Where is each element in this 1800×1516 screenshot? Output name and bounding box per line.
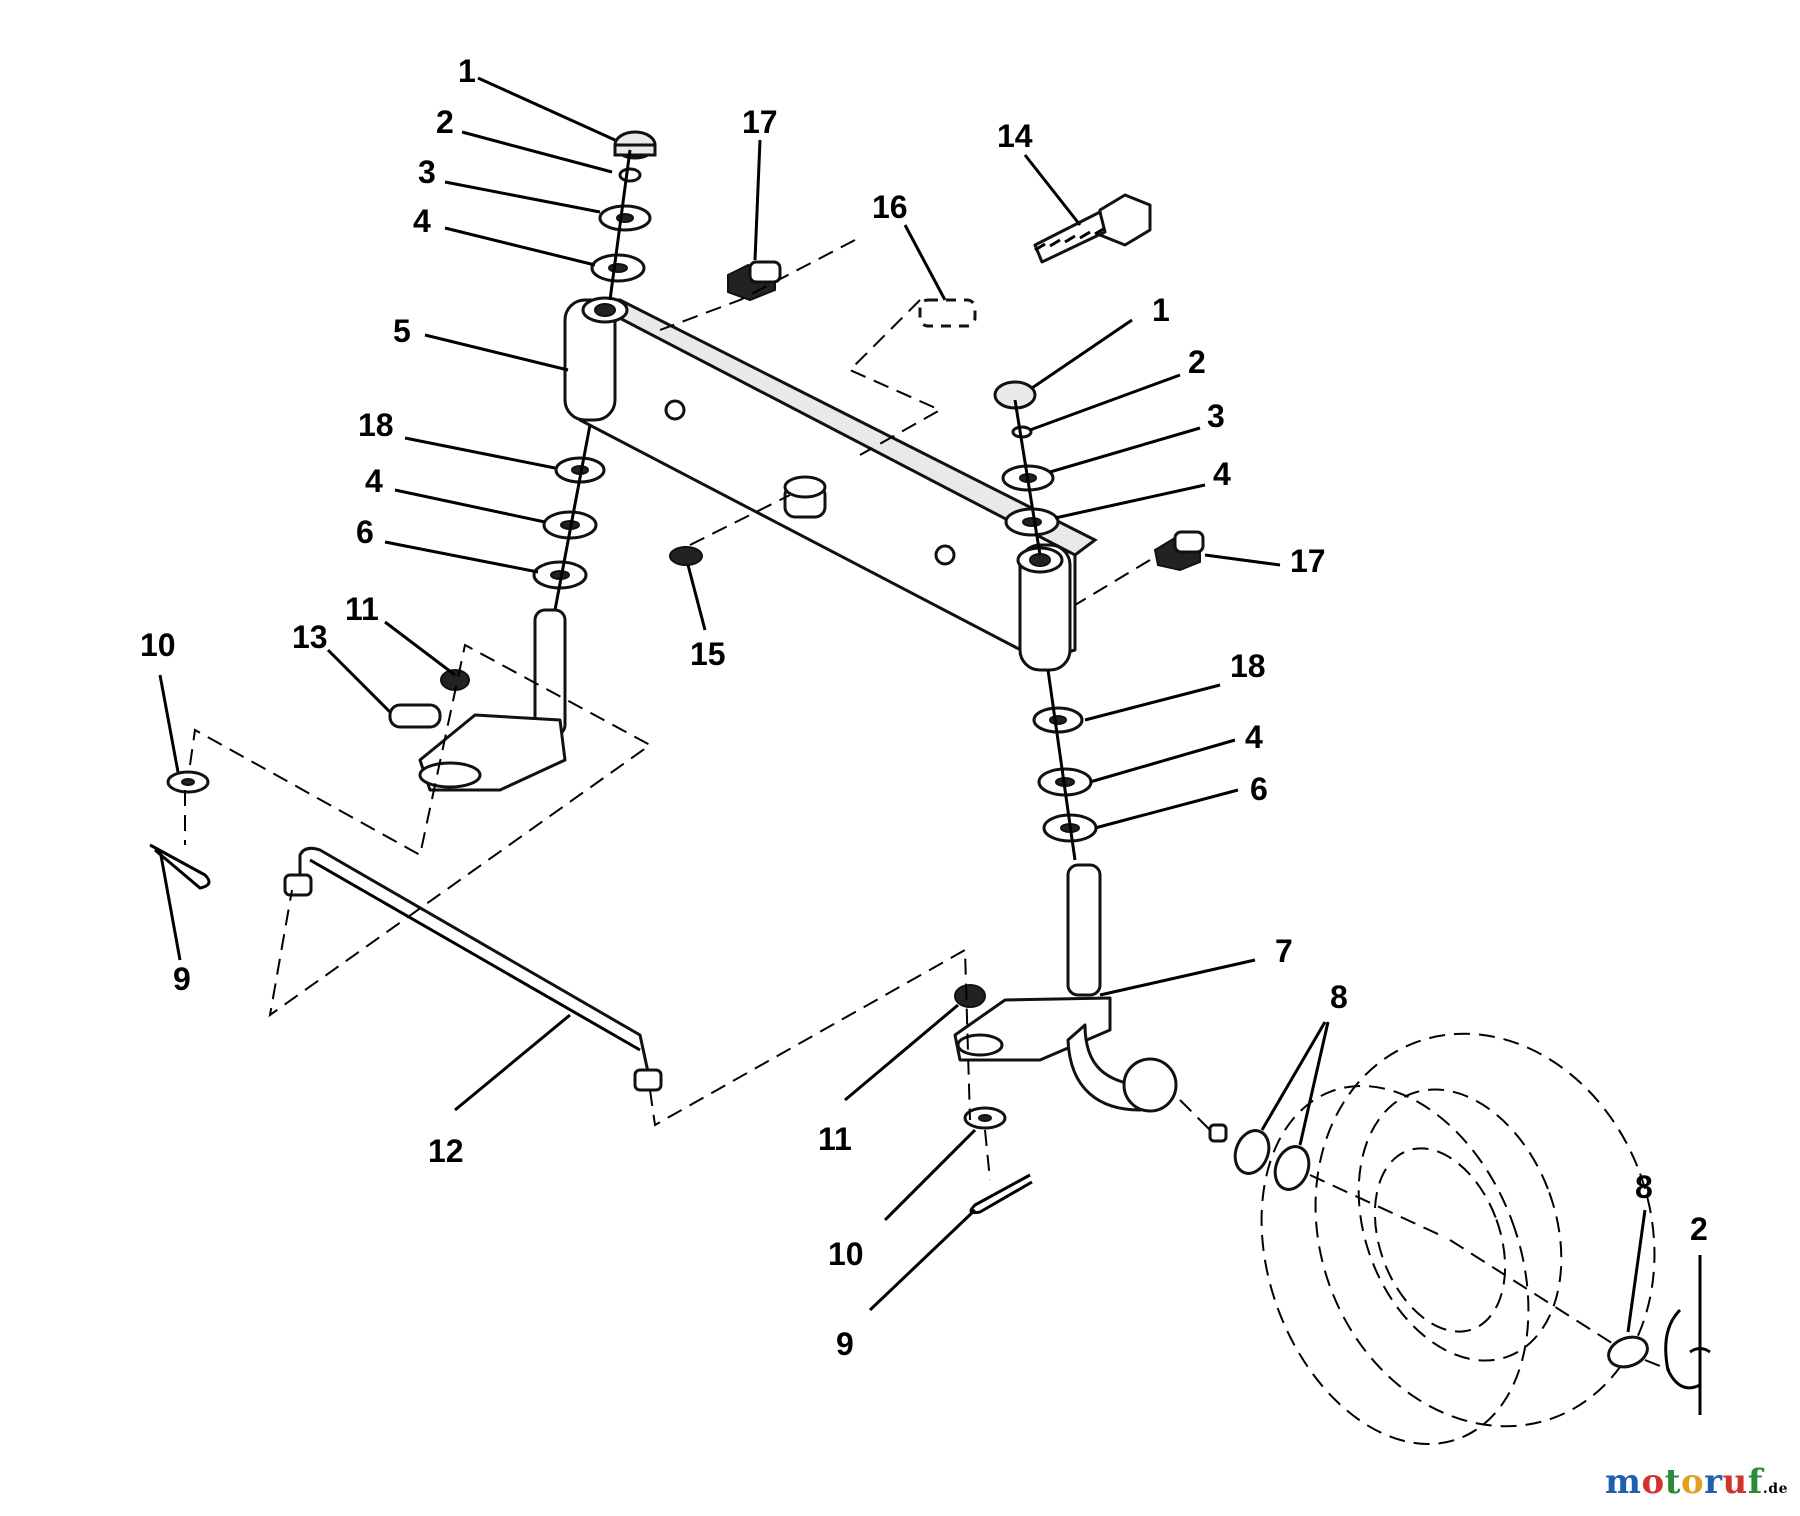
watermark-letter: m	[1605, 1462, 1642, 1502]
callout-2: 2	[1690, 1211, 1708, 1247]
callout-12: 12	[428, 1133, 464, 1169]
watermark-letter: r	[1704, 1462, 1723, 1502]
callout-16: 16	[872, 189, 908, 225]
axle-washer-3	[1607, 1335, 1649, 1369]
nut	[669, 546, 703, 566]
callout-18: 18	[358, 407, 394, 443]
callout-6: 6	[1250, 771, 1268, 807]
alignment-lines	[184, 239, 1671, 1371]
axle-washer-1	[1233, 1129, 1271, 1175]
callout-1: 1	[1152, 292, 1170, 328]
callout-11: 11	[345, 591, 379, 627]
callout-14: 14	[997, 118, 1033, 154]
callout-17: 17	[742, 104, 778, 140]
callout-2: 2	[1188, 344, 1206, 380]
callout-15: 15	[690, 636, 726, 672]
spacer	[918, 298, 977, 328]
grease-fitting-upper	[727, 260, 782, 302]
callout-10: 10	[828, 1236, 864, 1272]
front-axle-beam	[563, 296, 1098, 672]
left-upper-hardware	[590, 130, 657, 301]
callout-4: 4	[1245, 719, 1263, 755]
callout-labels: 1 2 3 4 5 17 14 16 1 2 3 4 17 18 4 6 15 …	[140, 53, 1708, 1362]
watermark-letter: u	[1722, 1462, 1748, 1502]
callout-8: 8	[1330, 979, 1348, 1015]
callout-3: 3	[1207, 398, 1225, 434]
grease-fitting-right	[1153, 530, 1205, 572]
watermark-letter: f	[1747, 1462, 1763, 1502]
callout-4: 4	[365, 463, 383, 499]
callout-10: 10	[140, 627, 176, 663]
front-wheel	[1260, 1032, 1656, 1446]
callout-8: 8	[1635, 1169, 1653, 1205]
cotter-pin-left	[149, 843, 211, 890]
watermark-tld: .de	[1762, 1481, 1788, 1497]
callout-leaders	[158, 76, 1702, 1415]
callout-7: 7	[1275, 933, 1293, 969]
callout-2: 2	[436, 104, 454, 140]
callout-17: 17	[1290, 543, 1326, 579]
axle-washer-2	[1273, 1145, 1311, 1191]
right-upper-hardware	[993, 380, 1060, 556]
callout-1: 1	[458, 53, 476, 89]
bushing-right	[954, 984, 986, 1008]
bolt	[1033, 193, 1152, 264]
watermark-letter: o	[1641, 1462, 1665, 1502]
retaining-clip	[1664, 1308, 1711, 1390]
watermark-letter: t	[1664, 1462, 1681, 1502]
callout-13: 13	[292, 619, 328, 655]
drag-link	[283, 846, 663, 1092]
callout-11: 11	[818, 1121, 852, 1157]
callout-5: 5	[393, 313, 411, 349]
cotter-pin-right	[969, 1173, 1033, 1215]
callout-3: 3	[418, 154, 436, 190]
callout-9: 9	[836, 1326, 854, 1362]
right-spindle-assembly	[953, 669, 1178, 1113]
callout-6: 6	[356, 514, 374, 550]
motoruf-watermark-logo: motoruf.de	[1605, 1462, 1788, 1502]
callout-4: 4	[1213, 456, 1231, 492]
callout-18: 18	[1230, 648, 1266, 684]
left-spindle-assembly	[388, 424, 606, 792]
callout-9: 9	[173, 961, 191, 997]
watermark-letter: o	[1680, 1462, 1705, 1502]
callout-4: 4	[413, 203, 431, 239]
